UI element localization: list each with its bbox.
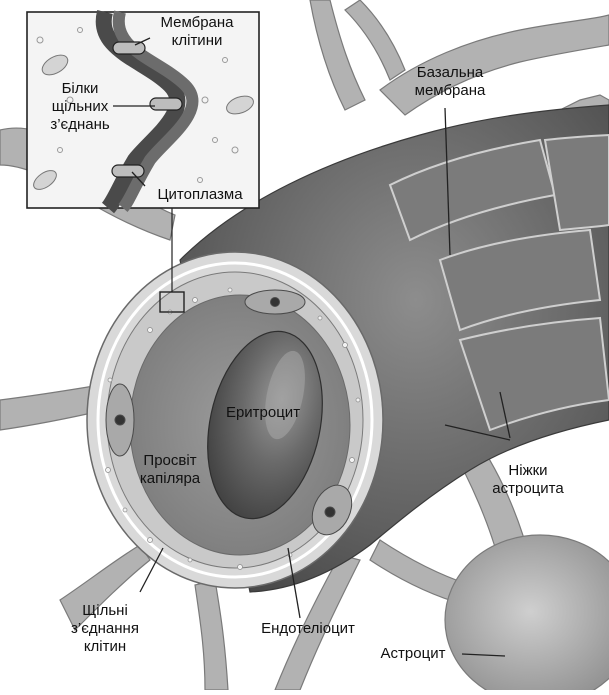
label-tight-junction-proteins: Білки щільних з’єднань (40, 80, 120, 134)
label-astrocyte: Астроцит (368, 645, 458, 663)
label-tight-junctions: Щільні з’єднання клітин (55, 602, 155, 656)
label-capillary-lumen: Просвіт капіляра (120, 452, 220, 488)
label-cytoplasm: Цитоплазма (140, 186, 260, 204)
label-erythrocyte: Еритроцит (208, 404, 318, 422)
label-cell-membrane: Мембрана клітини (149, 14, 245, 50)
label-endotheliocyte: Ендотеліоцит (248, 620, 368, 638)
label-basal-membrane: Базальна мембрана (400, 64, 500, 100)
label-astrocyte-feet: Ніжки астроцита (478, 462, 578, 498)
